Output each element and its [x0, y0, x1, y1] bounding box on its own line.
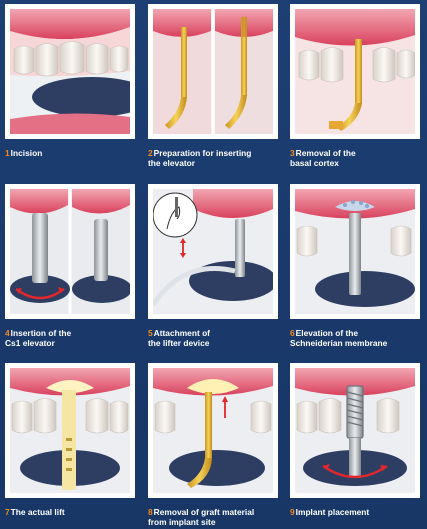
- step-6-caption: 6Elevation of the Schneiderian membrane: [290, 328, 425, 348]
- step-3-label-2: basal cortex: [290, 158, 425, 168]
- step-4-caption: 4Insertion of the Cs1 elevator: [5, 328, 140, 348]
- step-1-number: 1: [5, 148, 10, 158]
- step-9-illustration: [290, 363, 420, 498]
- step-2-illustration: [148, 4, 278, 139]
- step-7-caption: 7The actual lift: [5, 507, 140, 517]
- step-5-caption: 5Attachment of the lifter device: [148, 328, 283, 348]
- step-4-label-2: Cs1 elevator: [5, 338, 140, 348]
- step-3-caption: 3Removal of the basal cortex: [290, 148, 425, 168]
- step-8-illustration: [148, 363, 278, 498]
- step-6-number: 6: [290, 328, 295, 338]
- step-9-number: 9: [290, 507, 295, 517]
- step-2-label-2: the elevator: [148, 158, 283, 168]
- step-5-label-2: the lifter device: [148, 338, 283, 348]
- step-7-label: The actual lift: [11, 507, 65, 517]
- step-6-illustration: [290, 184, 420, 319]
- step-4-label: Insertion of the: [11, 328, 72, 338]
- step-9-caption: 9Implant placement: [290, 507, 425, 517]
- step-5-number: 5: [148, 328, 153, 338]
- step-1-illustration: [5, 4, 135, 139]
- step-6-label: Elevation of the: [296, 328, 358, 338]
- step-4-illustration: [5, 184, 135, 319]
- step-5-label: Attachment of: [154, 328, 210, 338]
- step-8-label-2: from implant site: [148, 517, 283, 527]
- step-8-number: 8: [148, 507, 153, 517]
- step-9-label: Implant placement: [296, 507, 370, 517]
- step-4-number: 4: [5, 328, 10, 338]
- step-8-label: Removal of graft material: [154, 507, 255, 517]
- step-7-illustration: [5, 363, 135, 498]
- step-7-number: 7: [5, 507, 10, 517]
- step-6-label-2: Schneiderian membrane: [290, 338, 425, 348]
- step-5-illustration: [148, 184, 278, 319]
- step-2-caption: 2Preparation for inserting the elevator: [148, 148, 283, 168]
- step-3-illustration: [290, 4, 420, 139]
- step-1-caption: 1Incision: [5, 148, 140, 158]
- step-8-caption: 8Removal of graft material from implant …: [148, 507, 283, 527]
- step-3-number: 3: [290, 148, 295, 158]
- step-2-label: Preparation for inserting: [154, 148, 252, 158]
- step-2-number: 2: [148, 148, 153, 158]
- step-1-label: Incision: [11, 148, 43, 158]
- step-3-label: Removal of the: [296, 148, 356, 158]
